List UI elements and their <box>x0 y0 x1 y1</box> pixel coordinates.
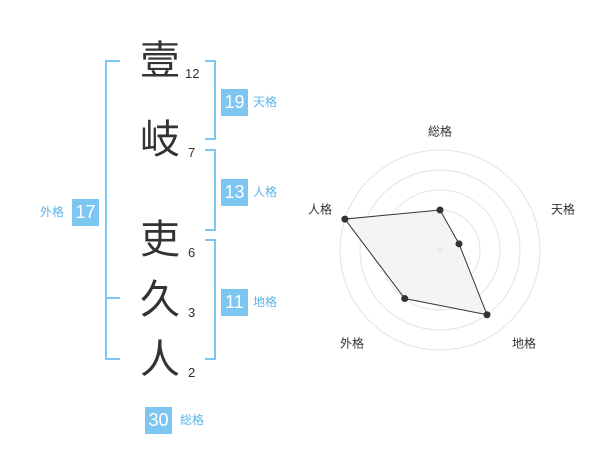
chikaku-label: 地格 <box>253 295 278 309</box>
radar-point-2 <box>455 240 463 248</box>
soukaku-badge: 30 <box>145 407 172 434</box>
radar-axis-label-5: 人格 <box>308 202 332 217</box>
radar-axis-label-4: 外格 <box>340 336 364 351</box>
radar-point-5 <box>341 215 349 223</box>
radar-ring-4 <box>359 169 521 331</box>
stroke-count-3: 6 <box>188 245 196 260</box>
name-char-5: 人 <box>140 337 180 383</box>
radar-area <box>343 209 488 316</box>
stroke-count-1: 12 <box>185 66 200 81</box>
jinkaku-badge: 13 <box>221 179 248 206</box>
chikaku-bracket <box>205 239 216 360</box>
tenkaku-label: 天格 <box>253 95 278 109</box>
name-char-3: 吏 <box>140 217 180 263</box>
radar-axis-label-1: 総格 <box>428 124 452 139</box>
radar-axis-label-2: 天格 <box>551 202 575 217</box>
gaikaku-bracket <box>105 60 120 360</box>
name-char-1: 壹 <box>140 38 180 84</box>
stroke-count-5: 2 <box>188 365 196 380</box>
radar-point-4 <box>401 295 409 303</box>
soukaku-label: 総格 <box>180 413 205 427</box>
name-char-2: 岐 <box>140 117 180 163</box>
jinkaku-bracket <box>205 149 216 231</box>
radar-axis-label-3: 地格 <box>512 336 536 351</box>
gaikaku-badge: 17 <box>72 199 99 226</box>
radar-point-3 <box>483 311 491 319</box>
stroke-count-2: 7 <box>188 145 196 160</box>
tenkaku-badge: 19 <box>221 89 248 116</box>
chikaku-badge: 11 <box>221 289 248 316</box>
jinkaku-label: 人格 <box>253 185 278 199</box>
name-char-4: 久 <box>140 277 180 323</box>
radar-ring-5 <box>339 149 541 351</box>
tenkaku-bracket <box>205 60 216 140</box>
radar-point-1 <box>436 206 444 214</box>
gaikaku-label: 外格 <box>40 205 65 219</box>
stroke-count-4: 3 <box>188 305 196 320</box>
